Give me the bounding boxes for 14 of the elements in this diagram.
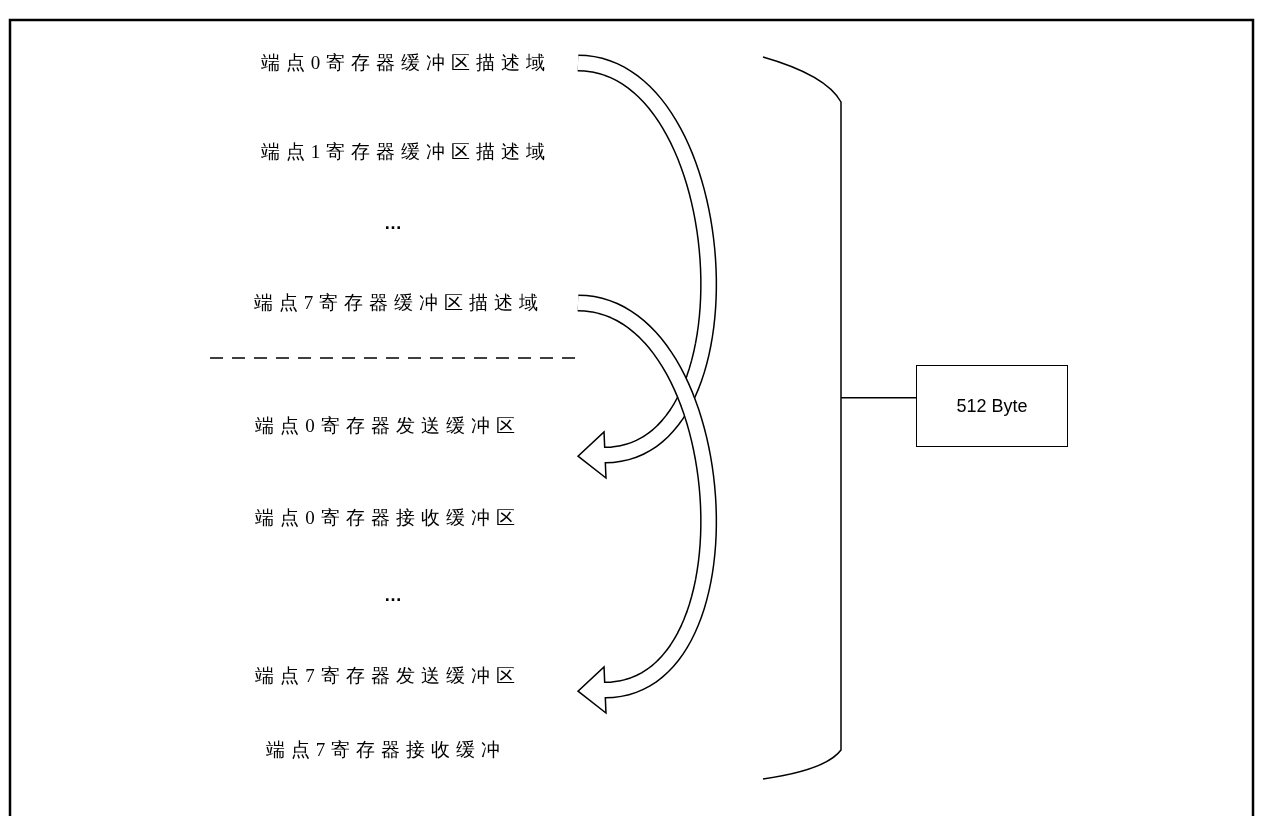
memory-region-label: 端点7寄存器发送缓冲区 bbox=[255, 664, 521, 688]
memory-region-label: 端点7寄存器接收缓冲 bbox=[265, 738, 507, 762]
curved-block-arrow bbox=[577, 294, 718, 714]
memory-region-label: 端点1寄存器缓冲区描述域 bbox=[260, 140, 552, 164]
memory-region-label: 端点0寄存器发送缓冲区 bbox=[255, 414, 521, 438]
ellipsis: … bbox=[384, 214, 402, 232]
memory-region-label: 端点0寄存器缓冲区描述域 bbox=[260, 51, 552, 75]
brace bbox=[762, 56, 842, 780]
curved-block-arrow bbox=[577, 54, 718, 479]
connector-line bbox=[840, 397, 917, 399]
memory-region-label: 端点0寄存器接收缓冲区 bbox=[255, 506, 521, 530]
value-box: 512 Byte bbox=[916, 365, 1068, 447]
ellipsis: … bbox=[384, 586, 402, 604]
memory-region-label: 端点7寄存器缓冲区描述域 bbox=[253, 291, 545, 315]
